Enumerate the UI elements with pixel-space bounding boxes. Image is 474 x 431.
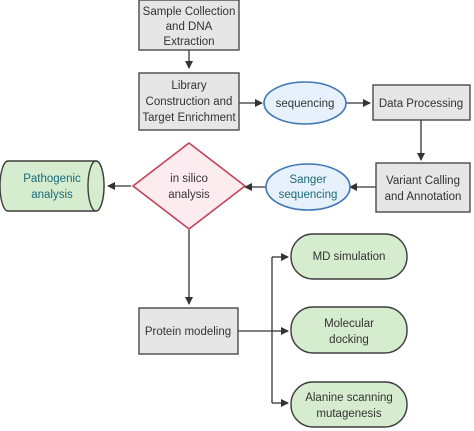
sanger-label-line1: Sanger: [289, 174, 326, 186]
variant-label-line1: Variant Calling: [386, 175, 460, 187]
pathogenic-label-line2: analysis: [31, 189, 73, 201]
pathogenic-label-line1: Pathogenic: [23, 173, 81, 185]
library-label-line1: Library: [171, 80, 206, 92]
variant-label-line2: and Annotation: [385, 191, 462, 203]
md-simulation-node: MD simulation: [290, 233, 408, 280]
in-silico-diamond: in silico analysis: [131, 141, 247, 231]
insilico-label-line1: in silico: [170, 173, 208, 185]
sequencing-label: sequencing: [276, 98, 335, 110]
sanger-label-line2: sequencing: [279, 189, 338, 201]
alanine-scanning-node: Alanine scanning mutagenesis: [290, 381, 408, 428]
protein-label: Protein modeling: [145, 326, 231, 338]
library-construction-box: Library Construction and Target Enrichme…: [138, 72, 240, 131]
alanine-label-line1: Alanine scanning: [305, 392, 393, 404]
insilico-label-line2: analysis: [168, 189, 210, 201]
protein-modeling-box: Protein modeling: [138, 307, 239, 355]
sample-label-line1: Sample Collection: [143, 6, 236, 18]
connectors: [107, 50, 425, 407]
docking-label-line1: Molecular: [324, 318, 374, 330]
data-processing-label: Data Processing: [379, 98, 463, 110]
sanger-sequencing-oval: Sanger sequencing: [265, 163, 351, 211]
alanine-label-line2: mutagenesis: [316, 408, 381, 420]
sample-collection-box: Sample Collection and DNA Extraction: [138, 0, 240, 51]
docking-label-line2: docking: [329, 334, 369, 346]
sequencing-oval: sequencing: [263, 81, 347, 125]
sample-label-line2: and DNA: [166, 21, 213, 33]
pathogenic-analysis-cylinder: Pathogenic analysis: [0, 160, 105, 212]
md-label: MD simulation: [313, 251, 386, 263]
sample-label-line3: Extraction: [163, 36, 214, 48]
library-label-line2: Construction and: [146, 96, 233, 108]
molecular-docking-node: Molecular docking: [290, 306, 408, 354]
data-processing-box: Data Processing: [372, 84, 471, 121]
library-label-line3: Target Enrichment: [142, 112, 236, 124]
variant-calling-box: Variant Calling and Annotation: [375, 162, 471, 213]
